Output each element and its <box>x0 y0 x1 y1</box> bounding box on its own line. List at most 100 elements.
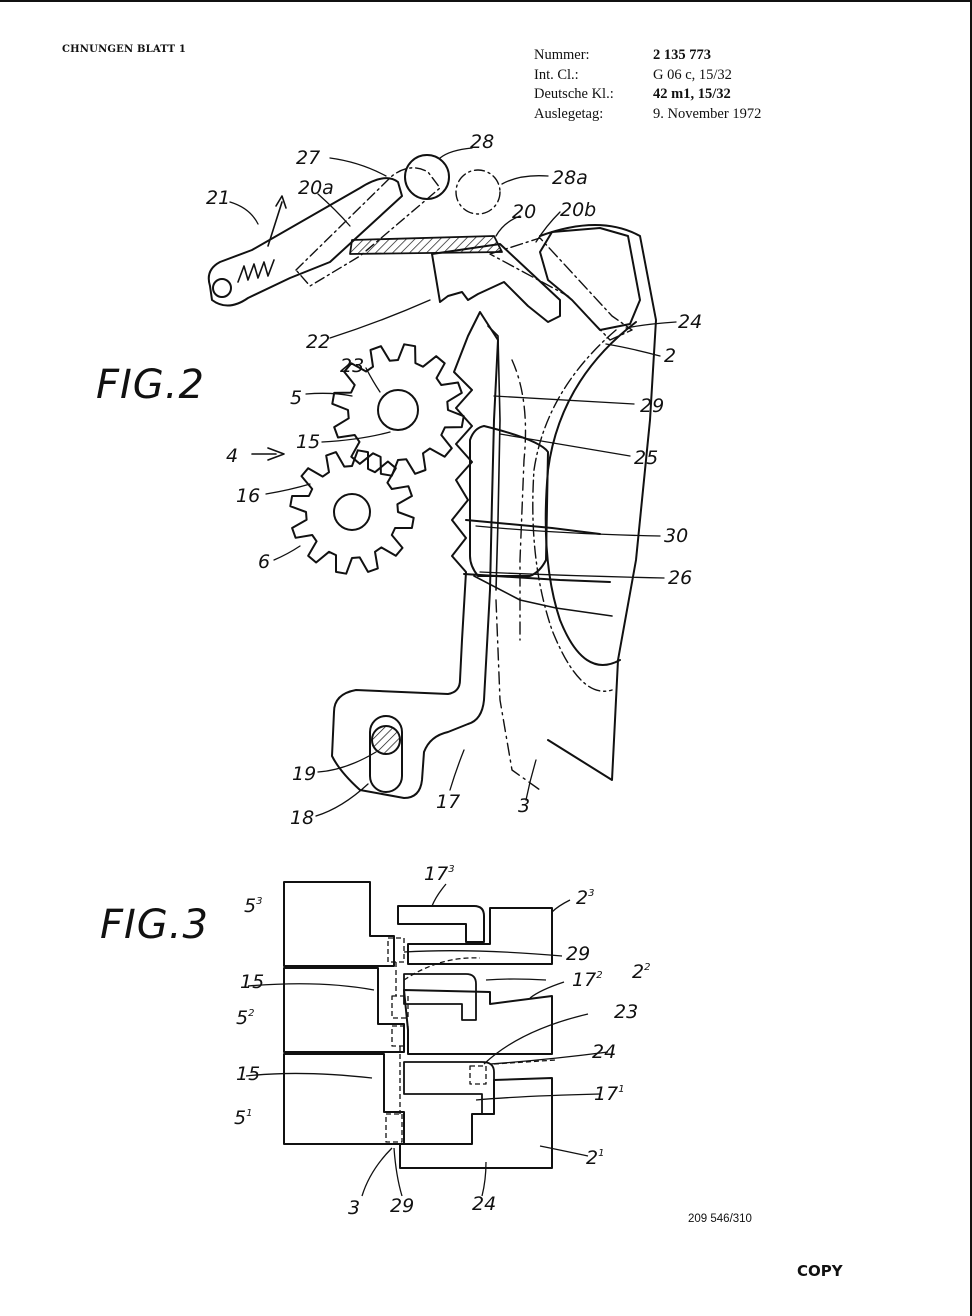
ref-5-1: 51 <box>234 1107 252 1129</box>
fig3-leader-lines <box>245 883 609 1197</box>
spring-21 <box>237 259 275 283</box>
ref-4: 4 <box>226 445 238 467</box>
part-17-2 <box>403 973 477 1021</box>
fig3-drawing <box>245 881 609 1197</box>
gear-5 <box>331 343 465 477</box>
sheet-label: CHNUNGEN BLATT 1 <box>62 44 187 55</box>
ref-20: 20 <box>512 201 536 223</box>
meta-value: 9. November 1972 <box>653 105 762 122</box>
ref-5: 5 <box>290 387 302 409</box>
ref-15-top: 15 <box>240 971 264 993</box>
meta-row-deutsche-kl: Deutsche Kl.: 42 m1, 15/32 <box>534 85 761 105</box>
ref-2-3: 23 <box>576 887 594 909</box>
meta-row-int-cl: Int. Cl.: G 06 c, 15/32 <box>534 66 761 86</box>
part-17-1 <box>403 1061 495 1115</box>
ref-26: 26 <box>668 567 692 589</box>
ref-27: 27 <box>296 147 320 169</box>
fig2-labels: 28 27 28a 21 20a 20 20b 24 22 2 23 5 29 … <box>206 131 702 829</box>
ref-29-top: 29 <box>566 943 590 965</box>
meta-row-number: Nummer: 2 135 773 <box>534 46 761 66</box>
ref-28: 28 <box>470 131 494 153</box>
frame-26 <box>473 575 613 617</box>
ref-3: 3 <box>348 1197 360 1219</box>
shaft-3 <box>385 937 557 1143</box>
rack-17-inner <box>487 325 501 591</box>
lever-phantom <box>295 167 441 287</box>
meta-key: Auslegetag: <box>534 105 604 122</box>
block-2-1 <box>399 1077 553 1169</box>
carrier-bracket <box>431 243 561 323</box>
arm-phantom <box>495 359 541 791</box>
bibliographic-data: Nummer: 2 135 773 Int. Cl.: G 06 c, 15/3… <box>534 46 761 124</box>
block-2-2 <box>403 989 553 1055</box>
ref-5-3: 53 <box>244 895 262 917</box>
arrow-21 <box>267 195 287 247</box>
meta-value: 42 m1, 15/32 <box>653 86 731 102</box>
fig2-leader-lines <box>229 147 677 817</box>
ref-16: 16 <box>236 485 260 507</box>
ref-24: 24 <box>678 311 702 333</box>
publication-number: 209 546/310 <box>688 1213 752 1225</box>
ref-17-1: 171 <box>594 1083 625 1105</box>
ref-25: 25 <box>634 447 658 469</box>
ref-15-bottom: 15 <box>236 1063 260 1085</box>
meta-key: Deutsche Kl.: <box>534 86 614 102</box>
ref-29-bottom: 29 <box>390 1195 414 1217</box>
ref-19: 19 <box>292 763 316 785</box>
block-2-3 <box>407 907 553 965</box>
slot-18 <box>369 715 403 793</box>
ref-18: 18 <box>290 807 314 829</box>
ref-5-2: 52 <box>236 1007 254 1029</box>
meta-key: Nummer: <box>534 47 590 63</box>
ref-20a: 20a <box>298 177 334 199</box>
ref-17: 17 <box>436 791 460 813</box>
gear-6 <box>289 449 415 575</box>
page-border-right <box>970 0 972 1316</box>
ref-21: 21 <box>206 187 230 209</box>
fig2-drawing <box>207 147 677 817</box>
block-5-2 <box>283 967 405 1053</box>
ref-24-bottom: 24 <box>472 1193 496 1215</box>
meta-value: G 06 c, 15/32 <box>653 66 732 83</box>
housing-2-outline <box>539 224 657 781</box>
carrier-slide <box>489 237 633 341</box>
ref-17-2: 172 <box>572 969 603 991</box>
curved-slot-24-inner <box>532 329 617 692</box>
roller-28 <box>404 154 450 200</box>
gear-6-teeth <box>289 449 415 575</box>
gear-5-teeth <box>331 343 465 477</box>
frame-30 <box>463 519 611 583</box>
rack-17 <box>331 311 499 799</box>
ref-24-right: 24 <box>592 1041 616 1063</box>
ref-28a: 28a <box>552 167 588 189</box>
copy-stamp: COPY <box>797 1262 843 1280</box>
bar-20 <box>349 235 503 255</box>
page-border-top <box>0 0 972 2</box>
ref-15: 15 <box>296 431 320 453</box>
ref-2-2: 22 <box>632 961 650 983</box>
ref-22: 22 <box>306 331 330 353</box>
ref-23: 23 <box>614 1001 638 1023</box>
block-5-1 <box>283 1053 405 1145</box>
ref-3: 3 <box>518 795 530 817</box>
housing-2 <box>539 227 641 331</box>
ref-2: 2 <box>664 345 676 367</box>
meta-key: Int. Cl.: <box>534 66 579 83</box>
ref-23: 23 <box>340 355 364 377</box>
frame-25 <box>469 425 549 577</box>
ref-29: 29 <box>640 395 664 417</box>
part-17-3 <box>397 905 485 943</box>
fig2-title: FIG.2 <box>96 362 205 408</box>
pin-19 <box>371 725 401 755</box>
fig3-labels: 173 53 23 29 15 172 22 52 23 24 15 171 5… <box>234 863 650 1219</box>
ref-17-3: 173 <box>424 863 455 885</box>
meta-value: 2 135 773 <box>653 47 711 63</box>
block-5-3 <box>283 881 395 967</box>
ref-6: 6 <box>258 551 270 573</box>
meta-row-auslegetag: Auslegetag: 9. November 1972 <box>534 105 761 125</box>
ref-30: 30 <box>664 525 688 547</box>
fig3-title: FIG.3 <box>100 902 209 948</box>
ref-2-1: 21 <box>586 1147 604 1169</box>
